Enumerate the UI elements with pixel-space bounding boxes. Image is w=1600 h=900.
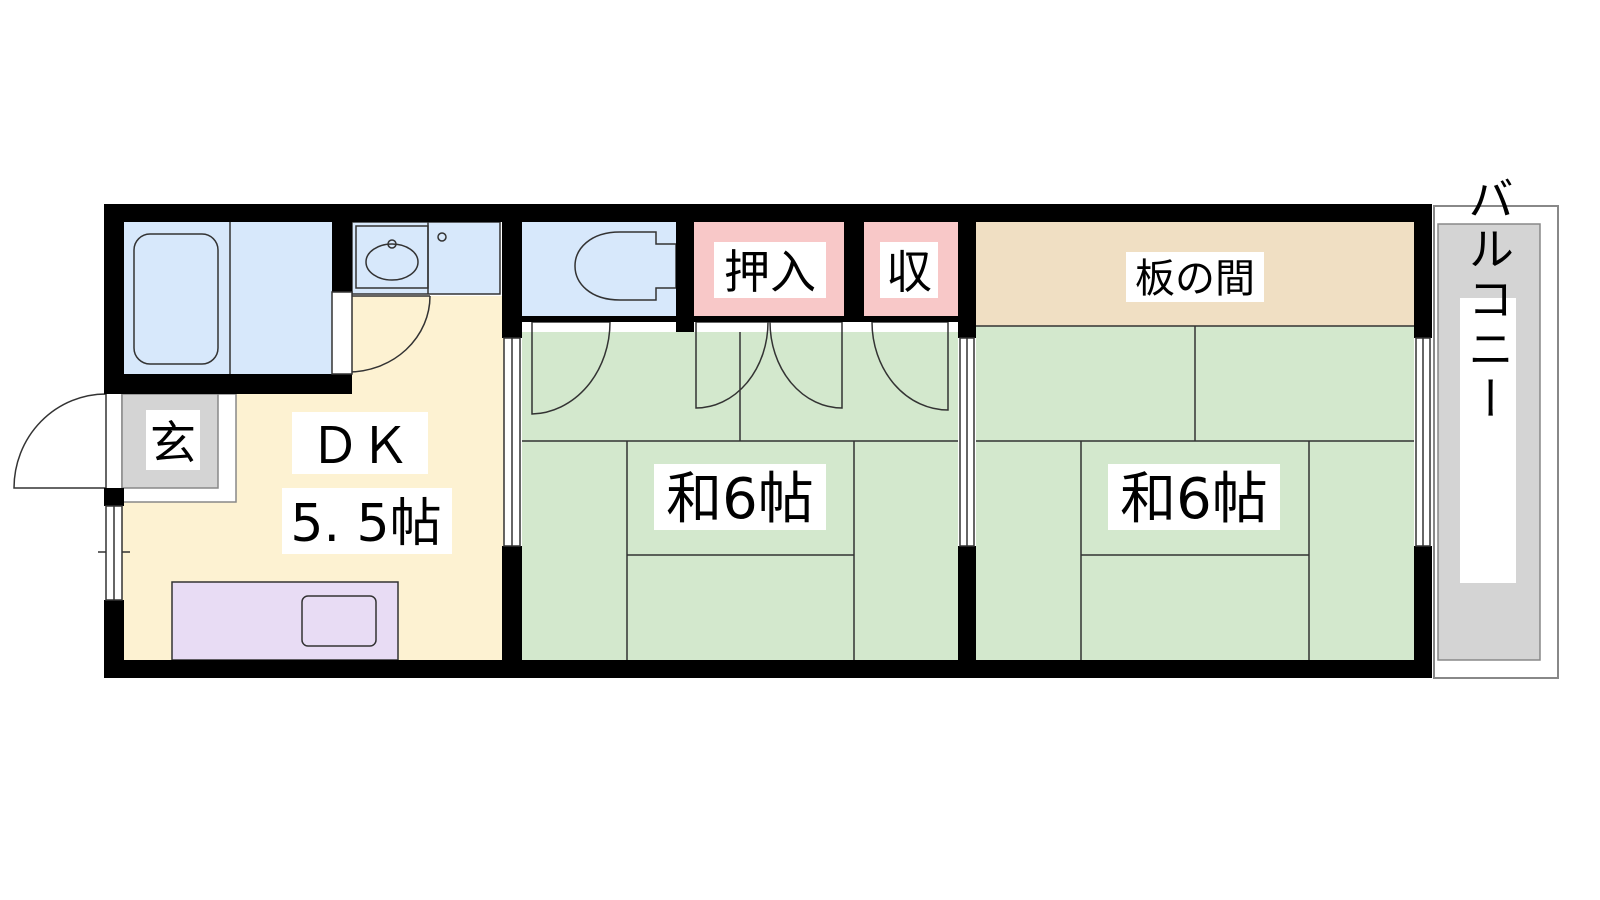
sliding-doors: [105, 337, 1431, 601]
balcony: バルコニー: [1433, 175, 1559, 679]
dk-label-line1: ＤＫ: [310, 417, 410, 475]
tatami-lines-1: [522, 332, 958, 660]
washitsu-1-label: 和6帖: [666, 467, 814, 532]
oshiire-door-right: [769, 321, 843, 409]
walls: [104, 204, 1432, 678]
kitchen-counter: [171, 581, 399, 661]
wooden-floor-label: 板の間: [1135, 256, 1255, 302]
drain: [437, 232, 447, 242]
faucet: [387, 239, 397, 249]
oshiire-label: 押入: [724, 245, 816, 299]
tatami-lines-2: [976, 326, 1414, 660]
room-labels: 玄 ＤＫ 5. 5帖 押入 収 板の間 和6帖 和6帖: [146, 242, 1280, 554]
dk-label-line2: 5. 5帖: [290, 494, 441, 554]
shuno-door: [871, 321, 949, 411]
bathtub: [133, 233, 219, 365]
entrance-door: [13, 393, 107, 489]
toilet-floor: [522, 222, 676, 318]
washroom-door: [347, 295, 431, 373]
genkan-label: 玄: [150, 416, 196, 470]
balcony-label-bg: [1460, 298, 1516, 583]
washbasin-bowl: [365, 243, 419, 281]
toilet-door: [531, 321, 611, 415]
shuno-label: 収: [886, 245, 932, 299]
kitchen-sink: [301, 595, 377, 647]
balcony-label: バルコニー: [1461, 175, 1515, 425]
washitsu-2-label: 和6帖: [1120, 467, 1268, 532]
oshiire-door-left: [695, 321, 769, 409]
